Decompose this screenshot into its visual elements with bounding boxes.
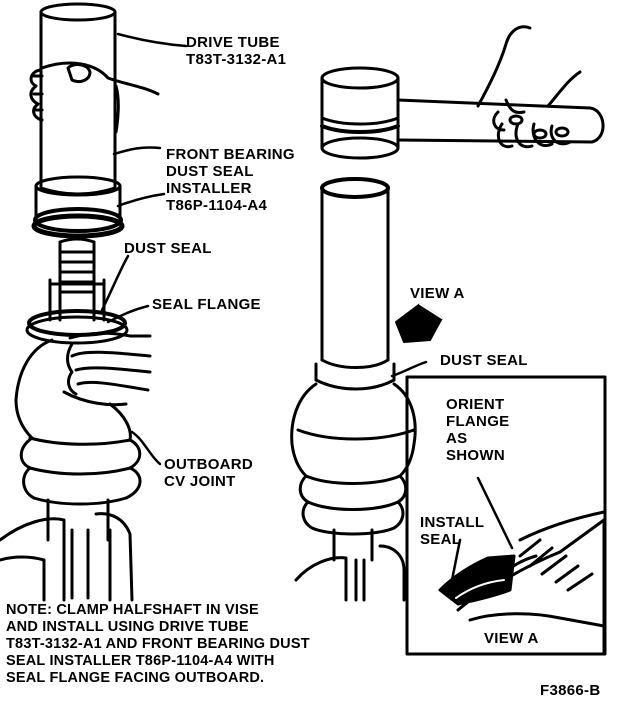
label-front-bearing-installer: FRONT BEARING DUST SEAL INSTALLER T86P-1… xyxy=(166,146,295,214)
label-view-a-inset: VIEW A xyxy=(484,630,539,647)
label-dust-seal-right: DUST SEAL xyxy=(440,352,528,369)
label-outboard-cv-joint: OUTBOARD CV JOINT xyxy=(164,456,254,490)
leader-lines xyxy=(100,32,428,466)
left-cv-boot xyxy=(14,338,142,506)
left-drive-tube xyxy=(31,2,125,239)
view-arrow-icon xyxy=(395,303,443,343)
inset-view-a xyxy=(405,375,607,656)
right-vise xyxy=(294,528,406,602)
label-install-seal: INSTALL SEAL xyxy=(420,514,485,548)
label-orient-flange: ORIENT FLANGE AS SHOWN xyxy=(446,396,510,464)
left-seal-hand xyxy=(62,331,152,407)
right-drive-tube xyxy=(314,177,396,391)
label-seal-flange: SEAL FLANGE xyxy=(152,296,261,313)
label-drive-tube: DRIVE TUBE T83T-3132-A1 xyxy=(186,34,287,68)
figure-id: F3866-B xyxy=(540,682,601,699)
right-hand xyxy=(476,25,582,149)
left-vise xyxy=(0,498,134,602)
left-dust-seal xyxy=(25,309,129,345)
note-text: NOTE: CLAMP HALFSHAFT IN VISE AND INSTAL… xyxy=(6,602,310,686)
label-dust-seal-left: DUST SEAL xyxy=(124,240,212,257)
left-shaft xyxy=(48,237,106,322)
mallet xyxy=(320,66,605,160)
left-upper-hand xyxy=(29,61,160,134)
label-view-a-top: VIEW A xyxy=(410,285,465,302)
right-cv-boot xyxy=(290,382,417,536)
